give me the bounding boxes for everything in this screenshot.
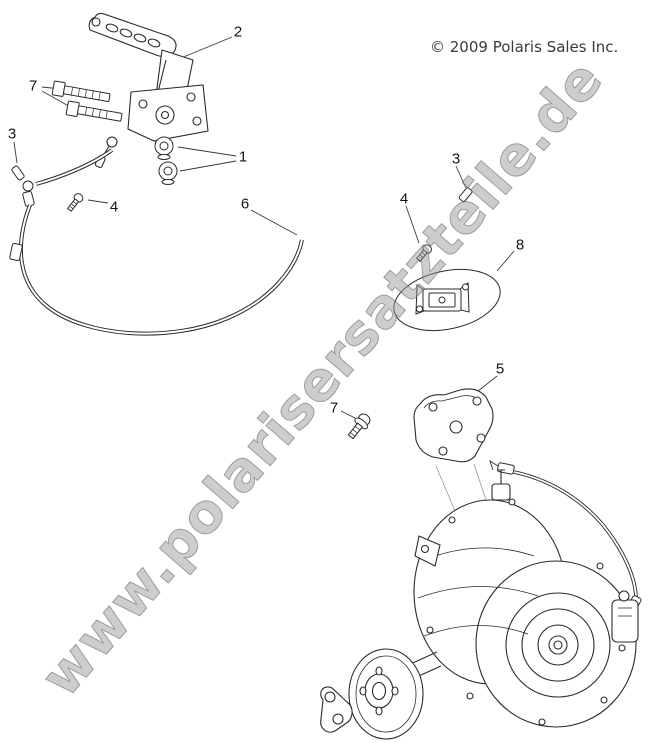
callout-3-left: 3 [7,125,17,143]
caliper-anchor-drawing [320,686,353,733]
callout-4-left: 4 [109,198,119,216]
callout-2: 2 [233,23,243,41]
brake-disc-drawing [348,648,424,740]
callout-4-right: 4 [399,190,409,208]
bolts-7-left-drawing [51,80,123,122]
pin-3-left-drawing [11,165,25,181]
screw-4-right-drawing [415,244,432,263]
knobs-1-drawing [154,136,178,185]
brake-cable-6-drawing [9,148,304,336]
callout-6: 6 [240,195,250,213]
switch-8-drawing [393,268,501,332]
bolt-7-mid-drawing [347,413,371,440]
callout-8: 8 [515,236,525,254]
screw-4-left-drawing [66,193,84,212]
callout-3-right: 3 [451,150,461,168]
bracket-5-drawing [413,388,494,463]
callout-7-mid: 7 [329,399,339,417]
brake-lever-drawing [88,12,209,169]
callout-5: 5 [495,360,505,378]
callout-7-left: 7 [28,77,38,95]
pin-3-right-drawing [458,187,473,202]
callout-1: 1 [238,148,248,166]
gearbox-drawing [399,469,639,728]
copyright-text: © 2009 Polaris Sales Inc. [430,38,619,56]
